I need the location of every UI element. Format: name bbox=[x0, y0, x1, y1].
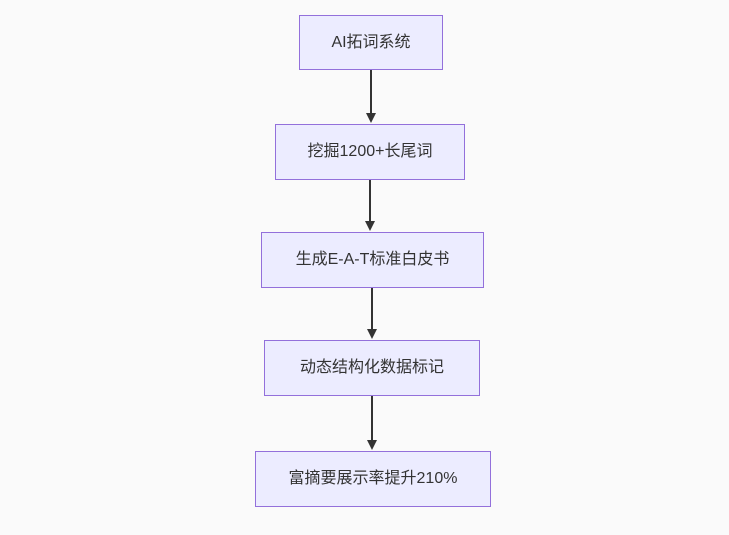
flow-node-label: 动态结构化数据标记 bbox=[299, 359, 444, 376]
flow-node-structured-data-markup: 动态结构化数据标记 bbox=[264, 340, 480, 396]
arrow-down-icon bbox=[367, 329, 377, 339]
flow-node-ai-word-expansion: AI拓词系统 bbox=[299, 15, 443, 70]
flow-edge bbox=[367, 396, 377, 450]
flow-node-label: AI拓词系统 bbox=[331, 33, 411, 51]
arrow-down-icon bbox=[365, 221, 375, 231]
flow-edge bbox=[365, 180, 375, 231]
flow-node-longtail-mining: 挖掘1200+长尾词 bbox=[275, 124, 465, 180]
flow-node-label: 富摘要展示率提升210% bbox=[288, 470, 458, 487]
arrow-down-icon bbox=[366, 113, 376, 123]
flow-edge bbox=[367, 288, 377, 339]
flow-edge bbox=[366, 70, 376, 123]
flow-node-label: 生成E-A-T标准白皮书 bbox=[295, 251, 450, 268]
flow-node-label: 挖掘1200+长尾词 bbox=[307, 143, 433, 160]
arrow-down-icon bbox=[367, 440, 377, 450]
flow-node-rich-snippet-uplift: 富摘要展示率提升210% bbox=[255, 451, 491, 507]
flow-node-eat-whitepaper: 生成E-A-T标准白皮书 bbox=[261, 232, 484, 288]
